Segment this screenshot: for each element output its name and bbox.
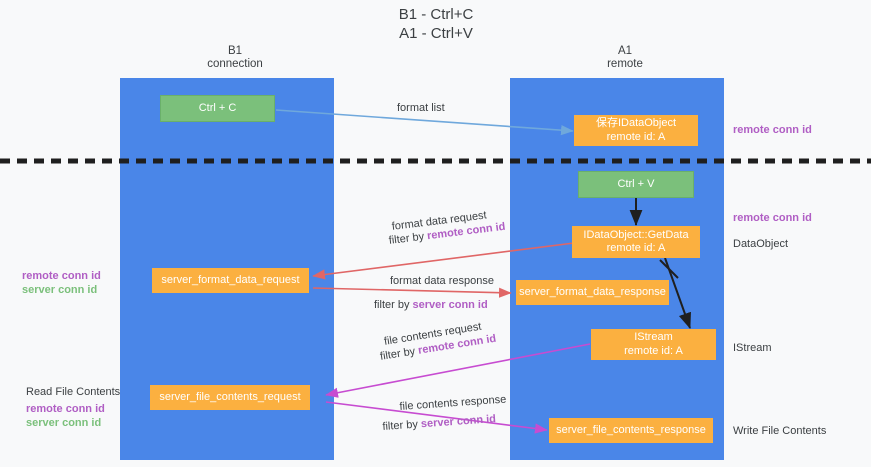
node-ctrl-c-label: Ctrl + C <box>198 101 237 114</box>
side-label-left-mid-remote-conn-id: remote conn id <box>22 270 101 282</box>
node-istream-line1: IStream <box>634 331 673 343</box>
node-idataobject-getdata-line1: IDataObject::GetData <box>583 228 689 241</box>
node-server-file-contents-response-label: server_file_contents_response <box>556 423 706 436</box>
node-idataobject-getdata[interactable]: IDataObject::GetData remote id: A <box>572 226 700 258</box>
edge-label-file-contents-response-filter-key: server conn id <box>420 413 497 431</box>
page-title: B1 - Ctrl+C A1 - Ctrl+V <box>306 5 566 43</box>
node-server-format-data-request[interactable]: server_format_data_request <box>152 268 309 293</box>
edge-label-format-data-response-filter: filter by server conn id <box>374 298 488 312</box>
edge-label-file-contents-response: file contents response <box>399 393 507 413</box>
node-idataobject-getdata-line2: remote id: A <box>606 242 666 254</box>
node-server-file-contents-request-label: server_file_contents_request <box>159 390 301 403</box>
node-server-format-data-response-label: server_format_data_response <box>519 285 666 298</box>
side-label-write-file-contents: Write File Contents <box>733 425 827 437</box>
node-istream-line2: remote id: A <box>624 344 683 357</box>
edge-label-format-data-response: format data response <box>390 275 494 287</box>
arrow-format-data-response <box>312 287 512 298</box>
edge-label-format-data-response-filter-prefix: filter by <box>374 299 413 311</box>
edge-label-format-data-request-filter-prefix: filter by <box>388 230 428 247</box>
node-ctrl-v[interactable]: Ctrl + V <box>578 171 694 198</box>
column-header-a1: A1 remote <box>525 45 725 71</box>
page-title-line2: A1 - Ctrl+V <box>399 25 473 42</box>
node-save-idataobject-line1: 保存IDataObject <box>595 117 677 129</box>
column-header-b1-name: B1 <box>227 45 243 57</box>
edge-label-format-list: format list <box>397 102 445 114</box>
node-server-format-data-response[interactable]: server_format_data_response <box>516 280 669 305</box>
side-label-left-bot-server-conn-id: server conn id <box>26 417 102 429</box>
column-header-b1: B1 connection <box>135 45 335 71</box>
side-label-left-bot-remote-conn-id: remote conn id <box>26 403 105 415</box>
node-ctrl-v-label: Ctrl + V <box>617 177 655 190</box>
side-label-left-mid-server-conn-id: server conn id <box>22 284 98 296</box>
side-label-istream: IStream <box>733 342 772 354</box>
edge-label-file-contents-response-filter: filter by server conn id <box>382 412 496 434</box>
node-server-file-contents-response[interactable]: server_file_contents_response <box>549 418 713 443</box>
side-label-read-file-contents: Read File Contents <box>26 386 121 398</box>
edge-label-format-data-response-filter-key: server conn id <box>412 299 488 311</box>
column-header-a1-name: A1 <box>617 45 633 57</box>
node-istream[interactable]: IStream remote id: A <box>591 329 716 360</box>
node-server-file-contents-request[interactable]: server_file_contents_request <box>150 385 310 410</box>
column-header-a1-role: remote <box>607 58 643 70</box>
node-server-format-data-request-label: server_format_data_request <box>161 273 300 286</box>
edge-label-file-contents-response-filter-prefix: filter by <box>382 418 422 433</box>
side-label-right-mid-remote-conn-id: remote conn id <box>733 212 812 224</box>
node-save-idataobject[interactable]: 保存IDataObject remote id: A <box>574 115 698 146</box>
node-ctrl-c[interactable]: Ctrl + C <box>160 95 275 122</box>
page-title-line1: B1 - Ctrl+C <box>398 6 474 23</box>
side-label-right-top-remote-conn-id: remote conn id <box>733 124 812 136</box>
node-save-idataobject-line2: remote id: A <box>606 130 666 143</box>
side-label-dataobject: DataObject <box>733 238 789 250</box>
column-header-b1-role: connection <box>207 58 263 70</box>
